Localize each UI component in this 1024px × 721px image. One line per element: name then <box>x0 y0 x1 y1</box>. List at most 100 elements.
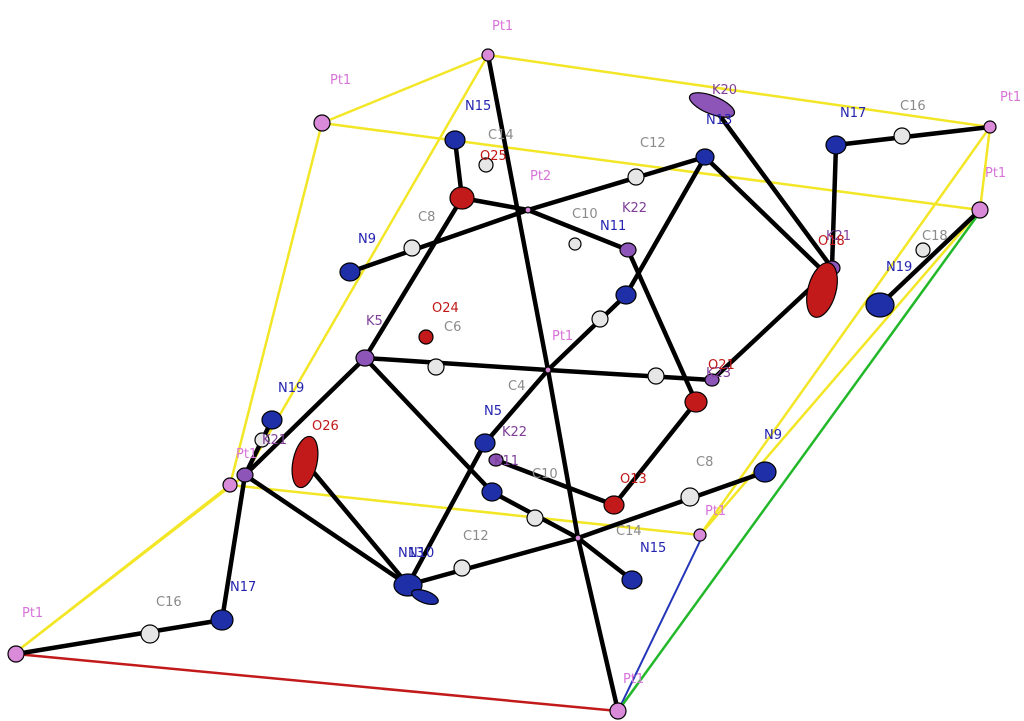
label-k21: K21 <box>826 229 851 244</box>
label-pt1: Pt1 <box>1000 90 1021 105</box>
axis-c-line <box>616 211 982 712</box>
label-c14: C14 <box>488 128 514 143</box>
label-pt2: Pt2 <box>530 169 551 184</box>
atom-c <box>647 367 665 385</box>
label-c10: C10 <box>532 467 558 482</box>
label-o13: O13 <box>620 472 647 487</box>
atom-c <box>591 310 609 328</box>
label-o18: O18 <box>818 234 845 249</box>
label-o26: O26 <box>312 419 339 434</box>
atom-n <box>339 262 361 282</box>
atom-pt <box>574 534 582 542</box>
atom-c <box>453 559 471 577</box>
atom-pt <box>222 477 238 493</box>
label-c4: C4 <box>508 379 525 394</box>
atom-k <box>619 242 637 258</box>
atom-c <box>478 157 494 173</box>
atom-c <box>254 432 270 448</box>
label-pt1: Pt1 <box>705 504 726 519</box>
label-n13: N13 <box>706 113 732 128</box>
label-o25: O25 <box>480 149 507 164</box>
label-k23: K23 <box>706 366 731 381</box>
atom-c <box>140 624 160 644</box>
atom-n <box>210 609 234 631</box>
label-n15: N15 <box>640 541 666 556</box>
atom-k <box>688 92 736 118</box>
label-k5: K5 <box>366 314 383 329</box>
atom-n <box>825 135 847 155</box>
label-pt1: Pt1 <box>22 606 43 621</box>
label-n11: N11 <box>600 219 626 234</box>
label-k22: K22 <box>502 425 527 440</box>
label-n5: N5 <box>484 404 502 419</box>
axis-a-line <box>15 652 619 713</box>
atom-n <box>261 410 283 430</box>
atom-o <box>291 435 319 489</box>
label-c8: C8 <box>696 455 713 470</box>
atom-n <box>753 461 777 483</box>
label-o21: O21 <box>708 358 735 373</box>
label-n17: N17 <box>230 580 256 595</box>
atom-n <box>474 433 496 453</box>
label-n9: N9 <box>358 232 376 247</box>
label-k11: K11 <box>494 454 519 469</box>
atom-o <box>603 495 625 515</box>
label-n19: N19 <box>278 381 304 396</box>
atom-n <box>865 292 895 318</box>
atom-n <box>615 285 637 305</box>
label-c16: C16 <box>156 595 182 610</box>
label-n9: N9 <box>764 428 782 443</box>
atom-n <box>444 130 466 150</box>
atom-c <box>568 237 582 251</box>
atom-o <box>418 329 434 345</box>
atom-k <box>355 349 375 367</box>
label-pt1: Pt1 <box>236 447 257 462</box>
atom-pt <box>524 206 532 214</box>
label-c14: C14 <box>616 524 642 539</box>
atom-c <box>403 239 421 257</box>
label-o24: O24 <box>432 301 459 316</box>
atom-k <box>704 373 720 387</box>
label-c6: C6 <box>444 320 461 335</box>
atom-n <box>411 589 439 605</box>
label-n17: N17 <box>840 106 866 121</box>
atom-c <box>526 509 544 527</box>
atom-k <box>488 453 504 467</box>
label-n19: N19 <box>886 260 912 275</box>
label-pt1: Pt1 <box>985 166 1006 181</box>
atom-n <box>695 148 715 166</box>
atoms <box>7 48 997 720</box>
atom-n <box>481 482 503 502</box>
label-c18: C18 <box>922 229 948 244</box>
label-k20: K20 <box>712 83 737 98</box>
atom-pt <box>7 645 25 663</box>
label-c16: C16 <box>900 99 926 114</box>
atom-c <box>427 358 445 376</box>
atom-pt <box>609 702 627 720</box>
atom-n <box>621 570 643 590</box>
label-n10: N10 <box>408 546 434 561</box>
label-c12: C12 <box>463 529 489 544</box>
atom-pt <box>971 201 989 219</box>
label-pt1: Pt1 <box>492 19 513 34</box>
atom-c <box>680 487 700 507</box>
label-c12: C12 <box>640 136 666 151</box>
label-pt1: Pt1 <box>330 73 351 88</box>
atom-pt <box>481 48 495 62</box>
atom-c <box>915 242 931 258</box>
label-c10: C10 <box>572 207 598 222</box>
atom-pt <box>693 528 707 542</box>
atom-pt <box>313 114 331 132</box>
atom-o <box>684 391 708 413</box>
label-n15: N15 <box>465 99 491 114</box>
atom-labels: Pt1 Pt1 Pt1 Pt1 Pt1 Pt1 Pt1 Pt1 Pt2 Pt1 … <box>22 19 1021 687</box>
label-k22: K22 <box>622 201 647 216</box>
label-pt1: Pt1 <box>552 329 573 344</box>
atom-k <box>236 467 254 483</box>
atom-c <box>627 168 645 186</box>
label-c8: C8 <box>418 210 435 225</box>
label-n13: N13 <box>398 546 424 561</box>
atom-pt <box>544 366 552 374</box>
